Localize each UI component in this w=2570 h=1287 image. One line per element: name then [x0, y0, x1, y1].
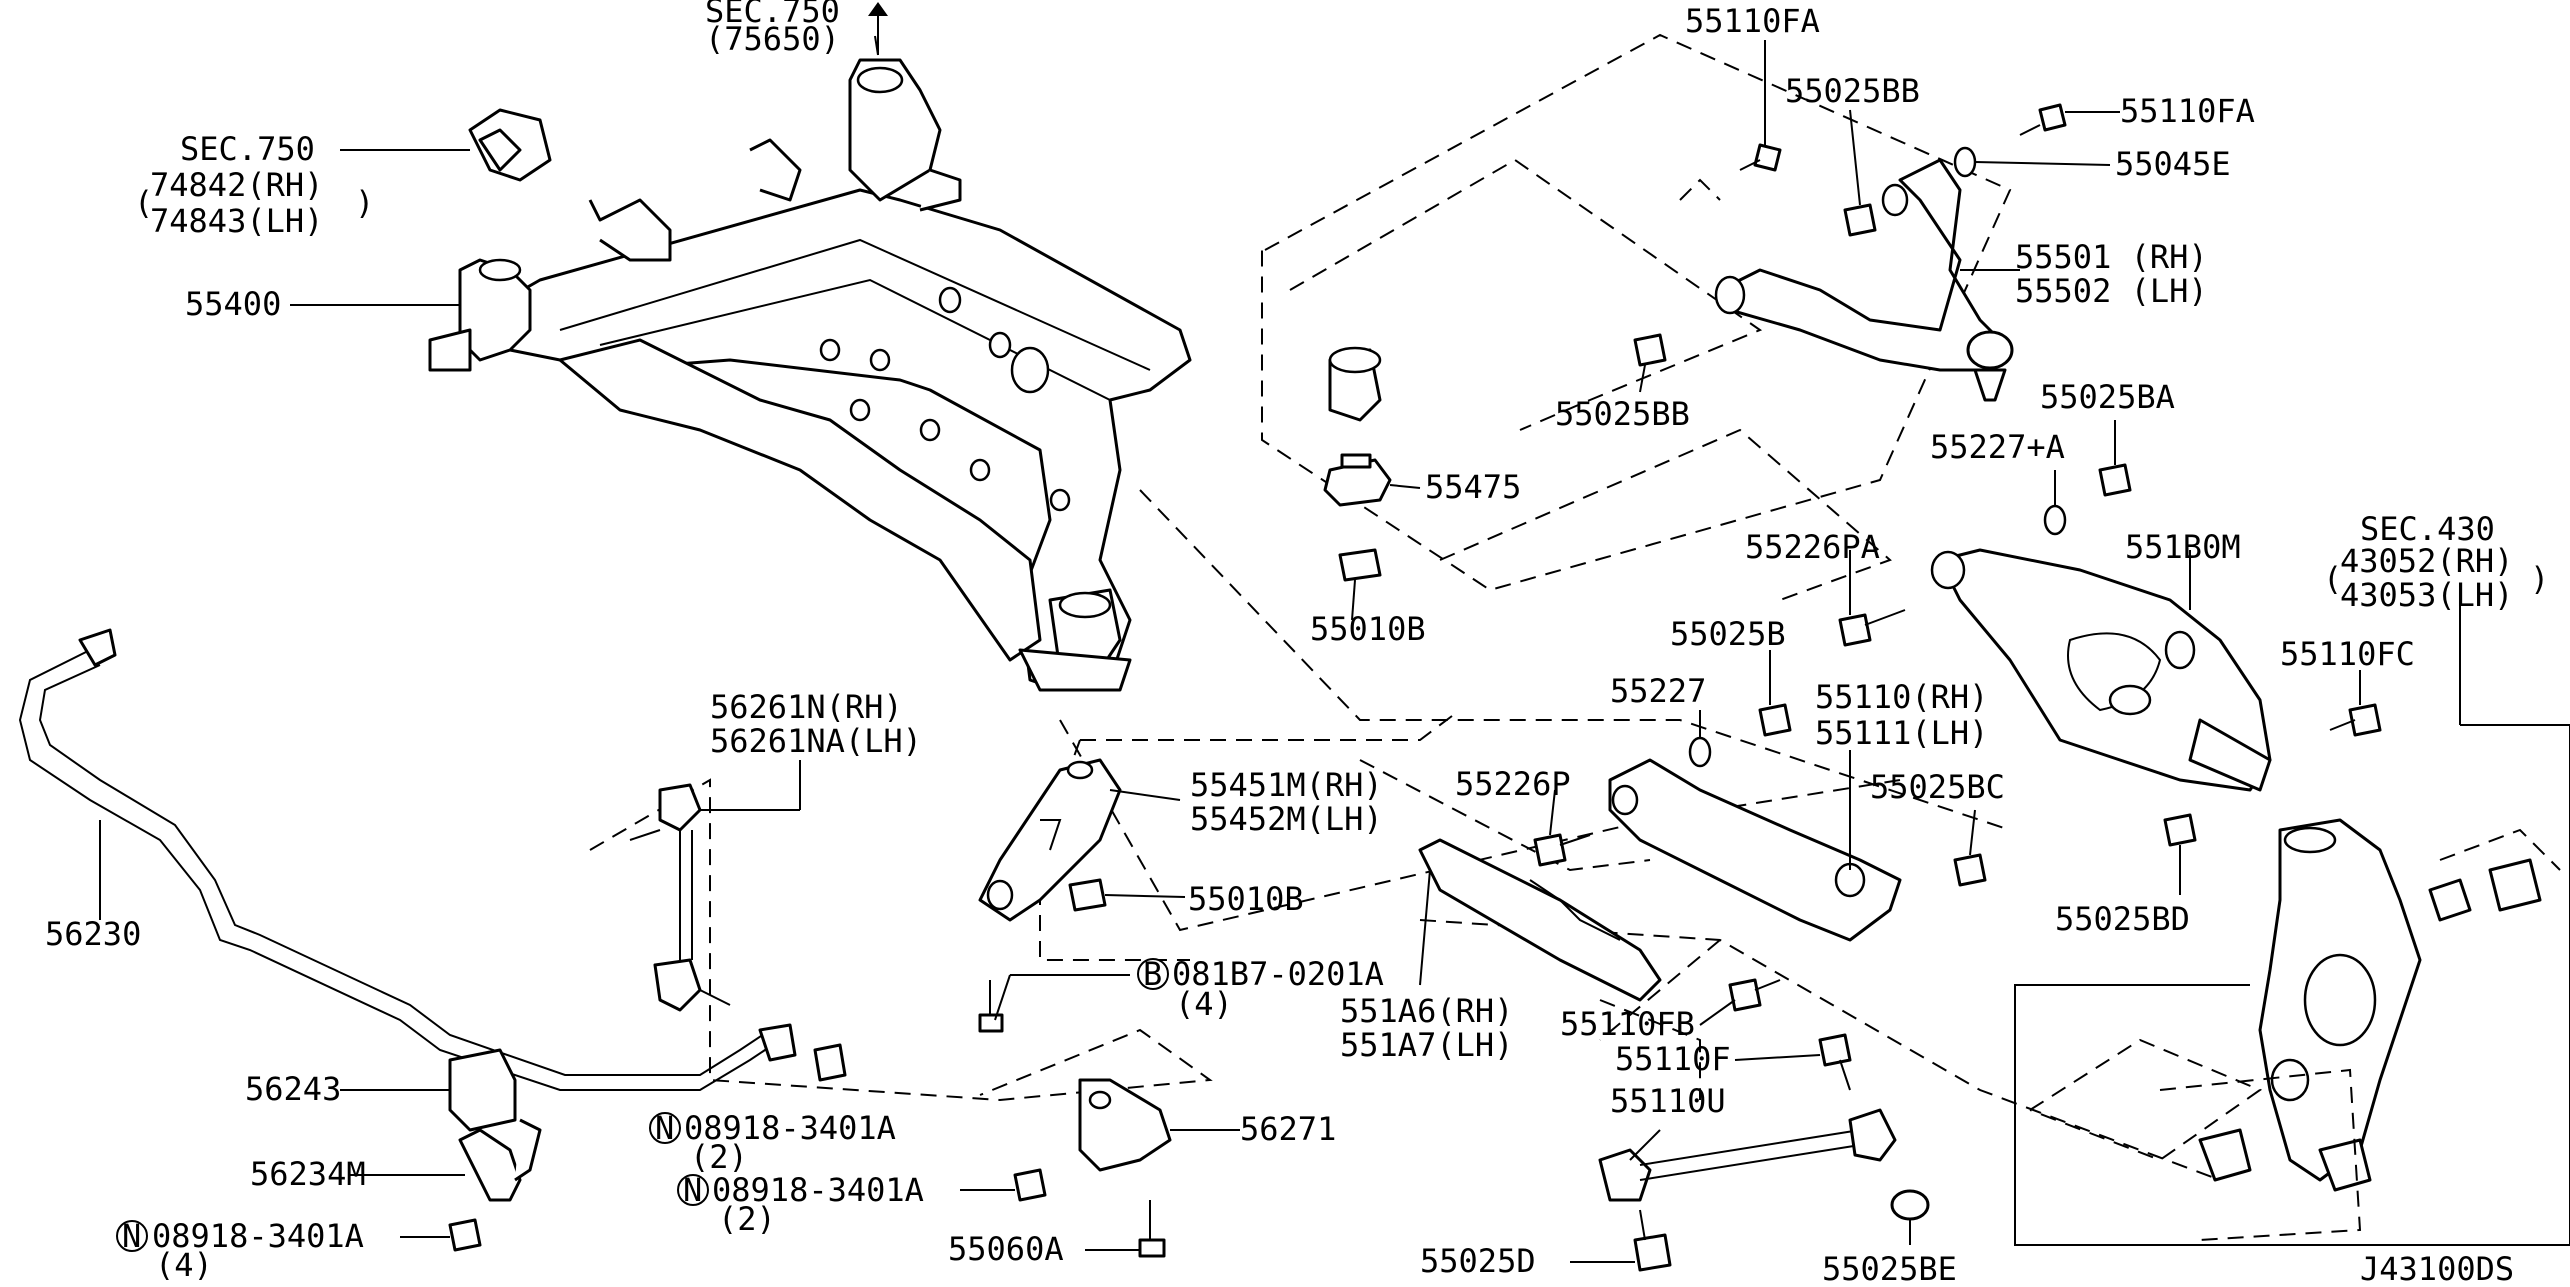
label-56271: 56271 — [1240, 1110, 1336, 1148]
label-55025d: 55025D — [1420, 1242, 1536, 1280]
label-081b7-qty: (4) — [1175, 985, 1233, 1023]
label-55110: 55110(RH) — [1815, 678, 1988, 716]
dashed-assembly-lines — [589, 33, 2221, 1181]
up-arrow-icon — [868, 2, 888, 55]
label-56261n: 56261N(RH) — [710, 688, 903, 726]
n-mark-icon-c — [116, 1220, 148, 1252]
b-mark-icon — [1137, 958, 1169, 990]
label-55025b: 55025B — [1670, 615, 1786, 653]
label-551a7: 551A7(LH) — [1340, 1026, 1513, 1064]
label-55111: 55111(LH) — [1815, 714, 1988, 752]
label-55025ba: 55025BA — [2040, 378, 2175, 416]
bracket-close-mark: ) — [355, 184, 374, 222]
radius-rod-55110 — [1608, 758, 1902, 942]
body-mount-bracket — [468, 108, 552, 182]
label-55400: 55400 — [185, 285, 281, 323]
stabilizer-link-56261n — [653, 783, 702, 1012]
label-n-mark-b: N — [683, 1171, 702, 1209]
label-74843: 74843(LH) — [150, 202, 323, 240]
label-55110fa-top: 55110FA — [1685, 2, 1820, 40]
upper-link-55501 — [1714, 158, 2014, 402]
label-55110fc: 55110FC — [2280, 635, 2415, 673]
label-55110fa-right: 55110FA — [2120, 92, 2255, 130]
rear-suspension-member — [428, 58, 1382, 692]
label-75650: (75650) — [705, 20, 840, 58]
stabilizer-bushing-56243 — [448, 1048, 517, 1132]
drawing-id: J43100DS — [2360, 1250, 2514, 1287]
label-55475: 55475 — [1425, 468, 1521, 506]
lower-arm-551b0m — [1930, 548, 2272, 792]
label-55110f: 55110F — [1615, 1040, 1731, 1078]
label-55110fb: 55110FB — [1560, 1005, 1695, 1043]
label-55025bd: 55025BD — [2055, 900, 2190, 938]
label-08918-a-qty: (2) — [690, 1138, 748, 1176]
label-55227: 55227 — [1610, 672, 1706, 710]
label-55025bb-top: 55025BB — [1785, 72, 1920, 110]
label-b-mark: B — [1143, 955, 1162, 993]
link-551a6 — [1418, 838, 1662, 1002]
label-43053: 43053(LH) — [2340, 576, 2513, 614]
label-n-mark-c: N — [122, 1217, 141, 1255]
label-55502: 55502 (LH) — [2015, 272, 2208, 310]
label-55226p: 55226P — [1455, 765, 1571, 803]
label-n-mark-a: N — [655, 1109, 674, 1147]
member-stay-56271 — [1078, 1078, 1172, 1172]
label-55060a: 55060A — [948, 1230, 1064, 1268]
label-56261na: 56261NA(LH) — [710, 722, 922, 760]
label-08918-b-qty: (2) — [718, 1200, 776, 1238]
lower-link-55451m — [978, 758, 1122, 922]
label-55452m: 55452M(LH) — [1190, 800, 1383, 838]
label-55451m: 55451M(RH) — [1190, 766, 1383, 804]
label-55501: 55501 (RH) — [2015, 238, 2208, 276]
label-56234m: 56234M — [250, 1155, 366, 1193]
stabilizer-bar-56230 — [18, 628, 797, 1091]
knuckle-detail-frame — [2014, 724, 2570, 1246]
bracket-open-mark: ( — [134, 184, 153, 222]
label-08918-c: 08918-3401A — [152, 1217, 364, 1255]
part-labels: SEC.750 (75650) SEC.750 74842(RH) 74843(… — [45, 0, 2549, 1287]
label-08918-a: 08918-3401A — [684, 1109, 896, 1147]
label-08918-b: 08918-3401A — [712, 1171, 924, 1209]
bracket-open-mark-2: ( — [2323, 560, 2342, 598]
label-55025bb-low: 55025BB — [1555, 395, 1690, 433]
lower-link-55110u — [1598, 1108, 1897, 1202]
stabilizer-clamp-56234m — [458, 1118, 542, 1202]
bracket-close-mark-2: ) — [2530, 560, 2549, 598]
label-551b0m: 551B0M — [2125, 528, 2241, 566]
label-sec750-top: SEC.750 — [705, 0, 840, 30]
label-08918-c-qty: (4) — [155, 1246, 213, 1284]
label-081b7: 081B7-0201A — [1172, 955, 1384, 993]
label-55025be: 55025BE — [1822, 1250, 1957, 1287]
n-mark-icon-b — [677, 1174, 709, 1206]
axle-housing-knuckle — [2198, 818, 2542, 1192]
label-55226pa: 55226PA — [1745, 528, 1880, 566]
label-43052: 43052(RH) — [2340, 542, 2513, 580]
label-551a6: 551A6(RH) — [1340, 992, 1513, 1030]
n-mark-icon-a — [649, 1112, 681, 1144]
label-56243: 56243 — [245, 1070, 341, 1108]
label-55010b-lower: 55010B — [1188, 880, 1304, 918]
label-56230: 56230 — [45, 915, 141, 953]
label-sec430: SEC.430 — [2360, 510, 2495, 548]
label-55110u: 55110U — [1610, 1082, 1726, 1120]
label-55045e: 55045E — [2115, 145, 2231, 183]
leader-lines — [99, 35, 2461, 1263]
fasteners — [448, 103, 2382, 1272]
label-55010b-upper: 55010B — [1310, 610, 1426, 648]
label-74842: 74842(RH) — [150, 166, 323, 204]
label-55025bc: 55025BC — [1870, 768, 2005, 806]
label-55227a: 55227+A — [1930, 428, 2065, 466]
label-sec750-left: SEC.750 — [180, 130, 315, 168]
